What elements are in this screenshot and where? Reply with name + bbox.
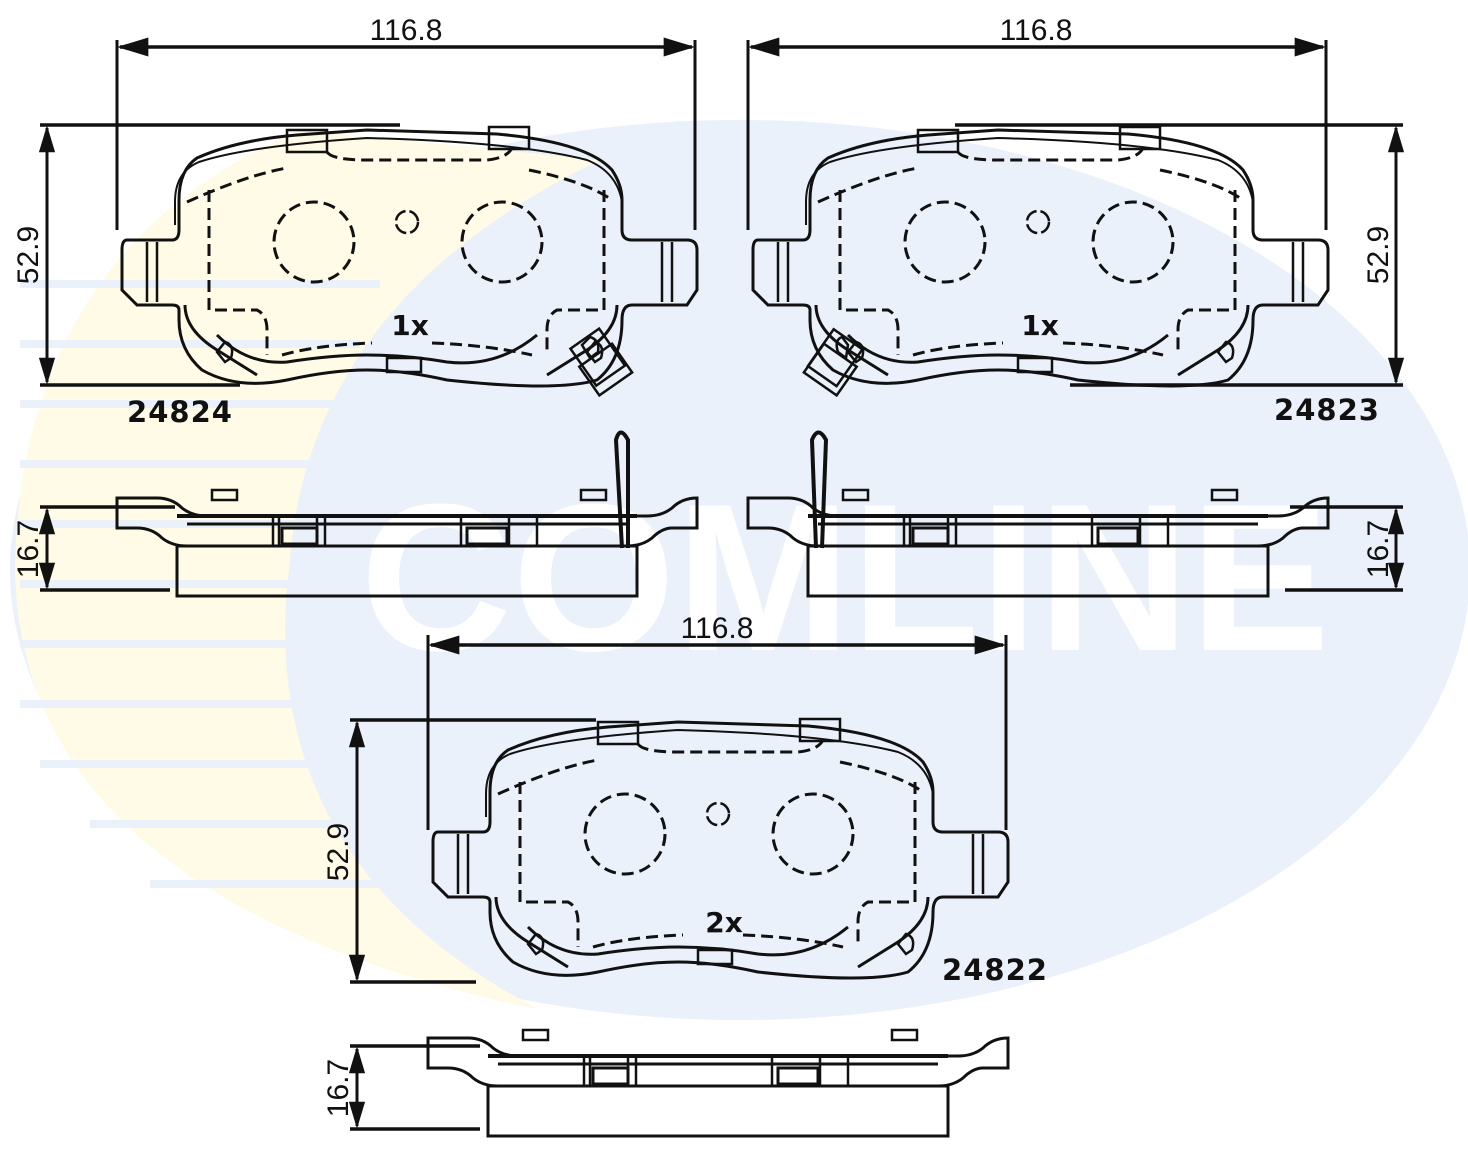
pad-24824: 116.8 52.9 1x 24824 16.7 — [12, 14, 699, 598]
part-number-label: 24823 — [1274, 393, 1380, 427]
wear-sensor-wire — [613, 430, 630, 549]
quantity-label: 1x — [1021, 309, 1059, 342]
pad-24823: 116.8 52.9 1x 24823 16.7 — [746, 14, 1405, 598]
thickness-dimension-label: 16.7 — [12, 520, 45, 578]
quantity-label: 1x — [391, 309, 429, 342]
wear-indicator-clip — [802, 327, 865, 398]
thickness-dimension-label: 16.7 — [1362, 520, 1395, 578]
wear-sensor-wire — [809, 430, 829, 549]
watermark-crescent — [15, 130, 600, 1010]
width-dimension-label: 116.8 — [681, 612, 754, 645]
wear-indicator-clip — [568, 326, 634, 398]
pad-side-view — [426, 1028, 1010, 1138]
width-dimension-label: 116.8 — [1000, 14, 1073, 47]
height-dimension-label: 52.9 — [322, 823, 355, 881]
comline-watermark: COMLINE — [10, 120, 1468, 1020]
part-number-label: 24822 — [942, 953, 1048, 987]
height-dimension-label: 52.9 — [12, 226, 45, 284]
watermark-stripes — [20, 280, 480, 888]
width-dimension-label: 116.8 — [370, 14, 443, 47]
thickness-dimension-label: 16.7 — [322, 1059, 355, 1117]
watermark-brand-text: COMLINE — [360, 460, 1330, 695]
height-dimension-label: 52.9 — [1362, 226, 1395, 284]
pad-24822: 116.8 52.9 2x 24822 16.7 — [322, 612, 1048, 1138]
part-number-label: 24824 — [127, 395, 233, 429]
quantity-label: 2x — [705, 906, 743, 939]
